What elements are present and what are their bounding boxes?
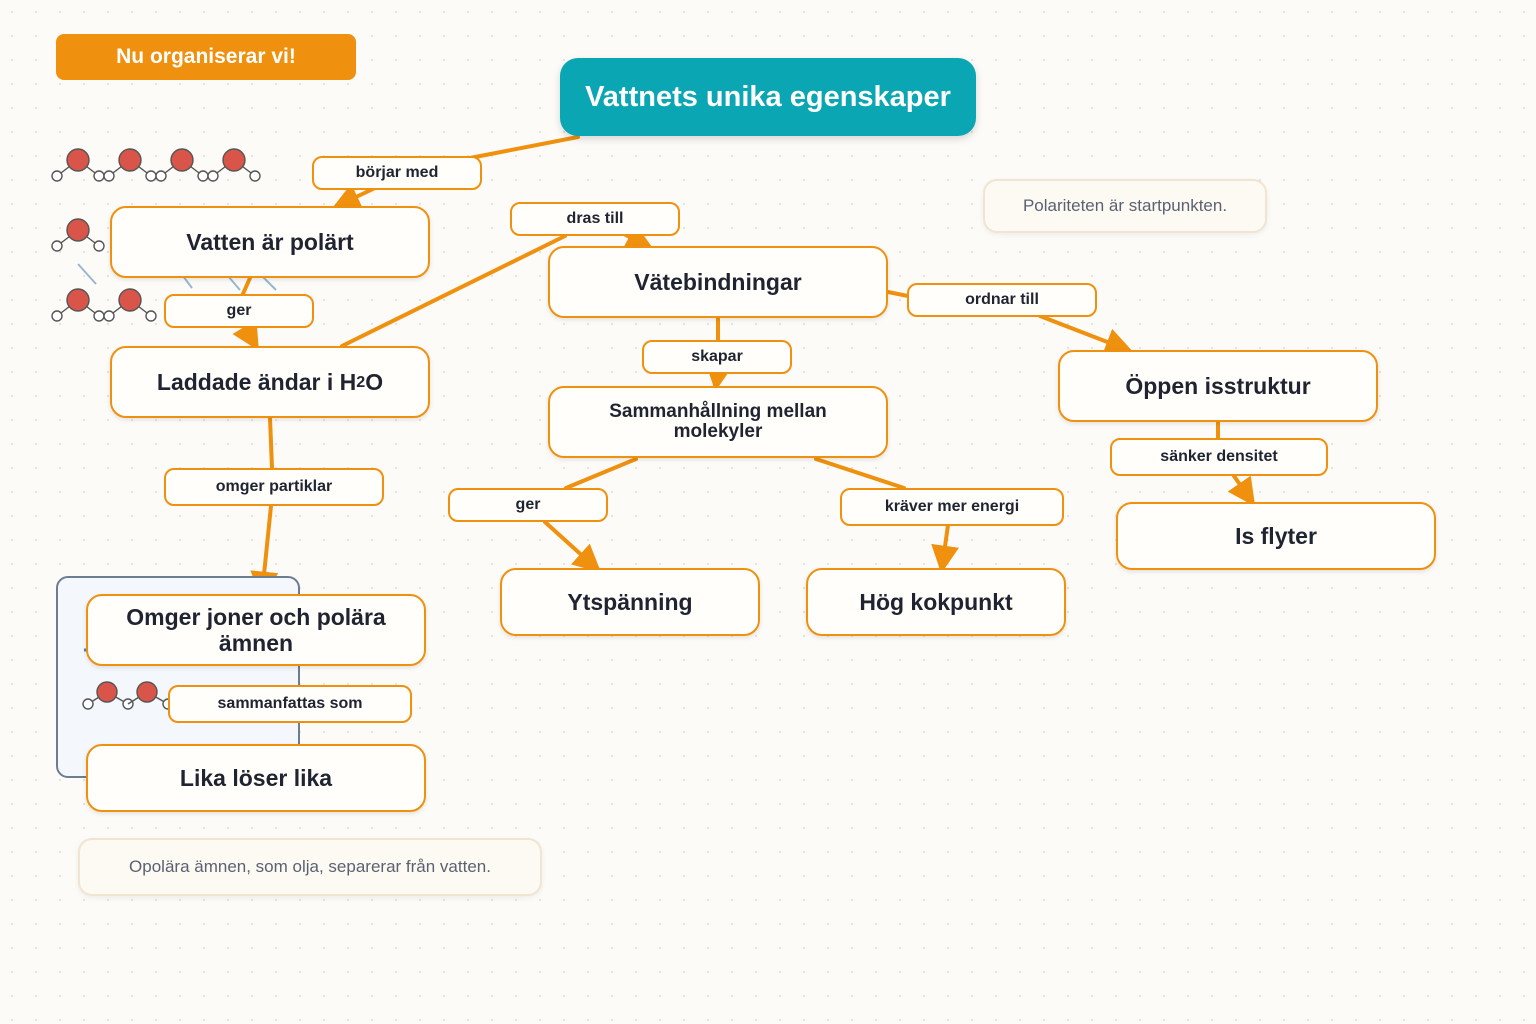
polarity-note: Polariteten är startpunkten. (983, 179, 1267, 233)
node-sammanhallning: Sammanhållning mellan molekyler (548, 386, 888, 458)
node-oppen-isstruktur: Öppen isstruktur (1058, 350, 1378, 422)
nonpolar-note: Opolära ämnen, som olja, separerar från … (78, 838, 542, 896)
node-vatten-polart: Vatten är polärt (110, 206, 430, 278)
node-lika-loser-lika: Lika löser lika (86, 744, 426, 812)
water-molecule-decoration (51, 148, 277, 322)
link-sanker-densitet: sänker densitet (1110, 438, 1328, 476)
connector-lines (232, 135, 1256, 750)
link-kraver-mer-energi: kräver mer energi (840, 488, 1064, 526)
link-dras-till: dras till (510, 202, 680, 236)
subscript-two: 2 (356, 373, 366, 391)
node-laddade-andar-suffix: O (365, 369, 384, 395)
main-title: Vattnets unika egenskaper (560, 58, 976, 136)
link-borjar-med: börjar med (312, 156, 482, 190)
link-ger: ger (164, 294, 314, 328)
node-is-flyter: Is flyter (1116, 502, 1436, 570)
node-ytspanning: Ytspänning (500, 568, 760, 636)
intro-banner: Nu organiserar vi! (56, 34, 356, 80)
link-ordnar-till: ordnar till (907, 283, 1097, 317)
node-vatebindningar: Vätebindningar (548, 246, 888, 318)
link-sammanfattas-som: sammanfattas som (168, 685, 412, 723)
link-ger-ytspanning: ger (448, 488, 608, 522)
node-laddade-andar-text: Laddade ändar i H (156, 369, 357, 395)
node-omger-joner: Omger joner och polära ämnen (86, 594, 426, 666)
node-hog-kokpunkt: Hög kokpunkt (806, 568, 1066, 636)
link-skapar: skapar (642, 340, 792, 374)
link-omger-partiklar: omger partiklar (164, 468, 384, 506)
